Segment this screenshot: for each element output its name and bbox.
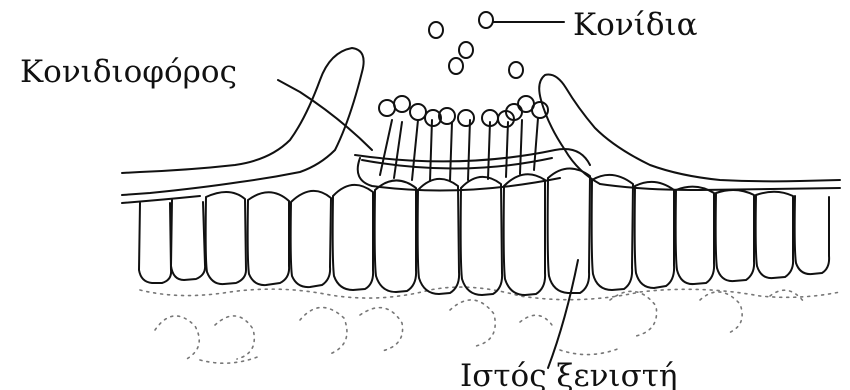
host-tissue-label: Ιστός ξενιστή bbox=[460, 358, 677, 390]
epidermal-cells bbox=[139, 168, 829, 295]
histos-leader-line bbox=[548, 260, 578, 368]
konidia-label: Κονίδια bbox=[573, 7, 698, 43]
host-tissue-stipple bbox=[140, 287, 840, 363]
konidiophoros-label: Κονιδιοφόρος bbox=[20, 54, 237, 90]
